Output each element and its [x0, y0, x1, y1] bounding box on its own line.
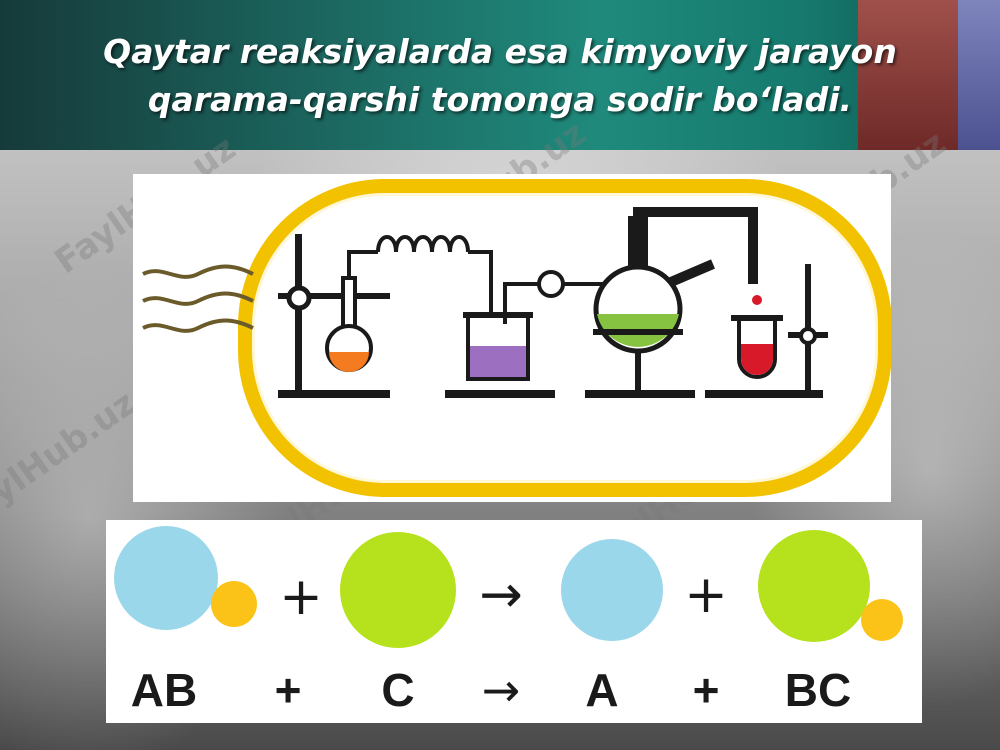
molecule-c-ball-icon — [340, 532, 456, 648]
plus-symbol: + — [684, 565, 728, 625]
stand-rod — [295, 234, 302, 394]
title-banner — [0, 0, 1000, 150]
molecule-b-ball-icon — [211, 581, 257, 627]
reaction-equation-panel: + → + AB + C → A + BC — [106, 520, 922, 723]
heat-wave-icon — [142, 318, 254, 333]
term-c: C — [381, 664, 414, 716]
molecule-a-ball-icon — [114, 526, 218, 630]
term-bc: BC — [785, 664, 851, 716]
title-line-1: Qaytar reaksiyalarda esa kimyoviy jarayo… — [103, 32, 897, 71]
product-c-ball-icon — [758, 530, 870, 642]
arrow-symbol: → — [479, 565, 523, 625]
reaction-diagram: + → + AB + C → A + BC — [114, 526, 903, 717]
ring-inner — [255, 196, 875, 480]
term-a: A — [585, 664, 618, 716]
title-line-2: qarama-qarshi tomonga sodir bo‘ladi. — [147, 80, 853, 119]
heat-wave-icon — [142, 264, 254, 279]
plus-symbol: + — [279, 567, 323, 627]
arrow-label: → — [482, 663, 521, 717]
heat-wave-icon — [142, 291, 254, 306]
plus-label: + — [693, 664, 720, 716]
lab-apparatus-image — [142, 179, 891, 497]
condenser-coil-icon — [376, 235, 470, 253]
lab-illustration — [133, 174, 891, 502]
product-a-ball-icon — [561, 539, 663, 641]
slide-title: Qaytar reaksiyalarda esa kimyoviy jarayo… — [40, 28, 960, 124]
product-b-ball-icon — [861, 599, 903, 641]
banner-accent-blue — [958, 0, 1000, 150]
banner-accent-red — [858, 0, 958, 150]
plus-label: + — [275, 664, 302, 716]
stand-base — [278, 390, 390, 398]
term-ab: AB — [131, 664, 197, 716]
